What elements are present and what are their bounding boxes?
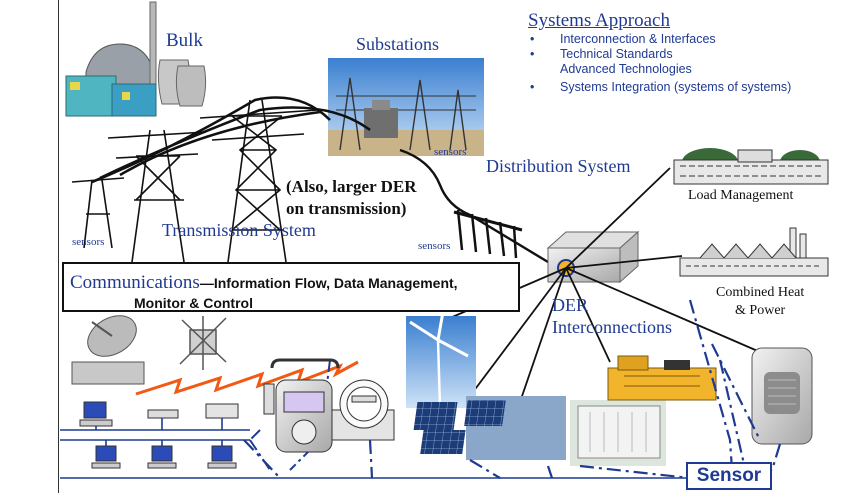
distribution-system-label: Distribution System	[486, 156, 631, 176]
electric-meter-icon	[331, 379, 395, 441]
sensor-label: Sensor	[696, 465, 762, 486]
satellite-icon	[179, 316, 227, 370]
substations-label: Substations	[356, 34, 440, 54]
sensor-box: Sensor	[686, 462, 772, 490]
fuel-cell-icon	[751, 347, 813, 445]
power-plant-icon	[65, 1, 207, 117]
bullet-icon: •	[530, 47, 535, 61]
approach-item: Systems Integration (systems of systems)	[560, 80, 792, 94]
communications-desc: —Information Flow, Data Management,	[199, 275, 458, 291]
systems-approach-title: Systems Approach	[528, 10, 670, 31]
der-interconnections-label: DER Interconnections	[552, 295, 672, 337]
bullet-icon: •	[530, 80, 535, 94]
communications-desc-2: Monitor & Control	[134, 295, 253, 311]
sensors-mid-label: sensors	[418, 240, 451, 252]
wind-turbine-photo	[406, 305, 476, 409]
sensors-substation-label: sensors	[434, 146, 467, 158]
list-item: • Interconnection & Interfaces	[528, 32, 838, 47]
larger-der-note: (Also, larger DER on transmission)	[286, 177, 417, 218]
diagram-frame	[58, 0, 850, 493]
approach-item: Technical Standards Advanced Technologie…	[560, 47, 692, 76]
bullet-icon: •	[530, 32, 535, 46]
sensors-left-label: sensors	[72, 236, 105, 248]
transmission-wires	[91, 96, 371, 184]
feeder-line	[399, 148, 549, 264]
gas-meter-icon	[263, 358, 340, 453]
office-building-icon	[673, 148, 829, 185]
solar-panel-photo	[413, 396, 566, 460]
systems-approach-list: • Interconnection & Interfaces • Technical…	[528, 32, 838, 95]
substation-photo	[328, 58, 484, 156]
communications-box: Communications—Information Flow, Data Ma…	[62, 262, 520, 312]
bulk-label: Bulk	[166, 30, 203, 51]
systems-approach: Systems Approach • Interconnection & Inte…	[528, 10, 838, 95]
factory-icon	[679, 227, 829, 277]
list-item: • Technical Standards Advanced Technologi…	[528, 47, 838, 77]
approach-item: Interconnection & Interfaces	[560, 32, 716, 46]
enclosure-photo	[570, 400, 666, 466]
computer-icon	[79, 401, 239, 469]
distribution-pole-icon	[453, 209, 523, 259]
satellite-dish-icon	[71, 315, 145, 385]
chp-label: Combined Heat & Power	[716, 285, 805, 318]
generator-icon	[607, 355, 717, 401]
transmission-system-label: Transmission System	[162, 220, 316, 240]
list-item: • Systems Integration (systems of systems…	[528, 80, 838, 95]
load-management-label: Load Management	[688, 188, 794, 203]
communications-title: Communications	[70, 272, 200, 293]
sensor-network	[243, 299, 782, 480]
lan-bus	[60, 418, 690, 479]
